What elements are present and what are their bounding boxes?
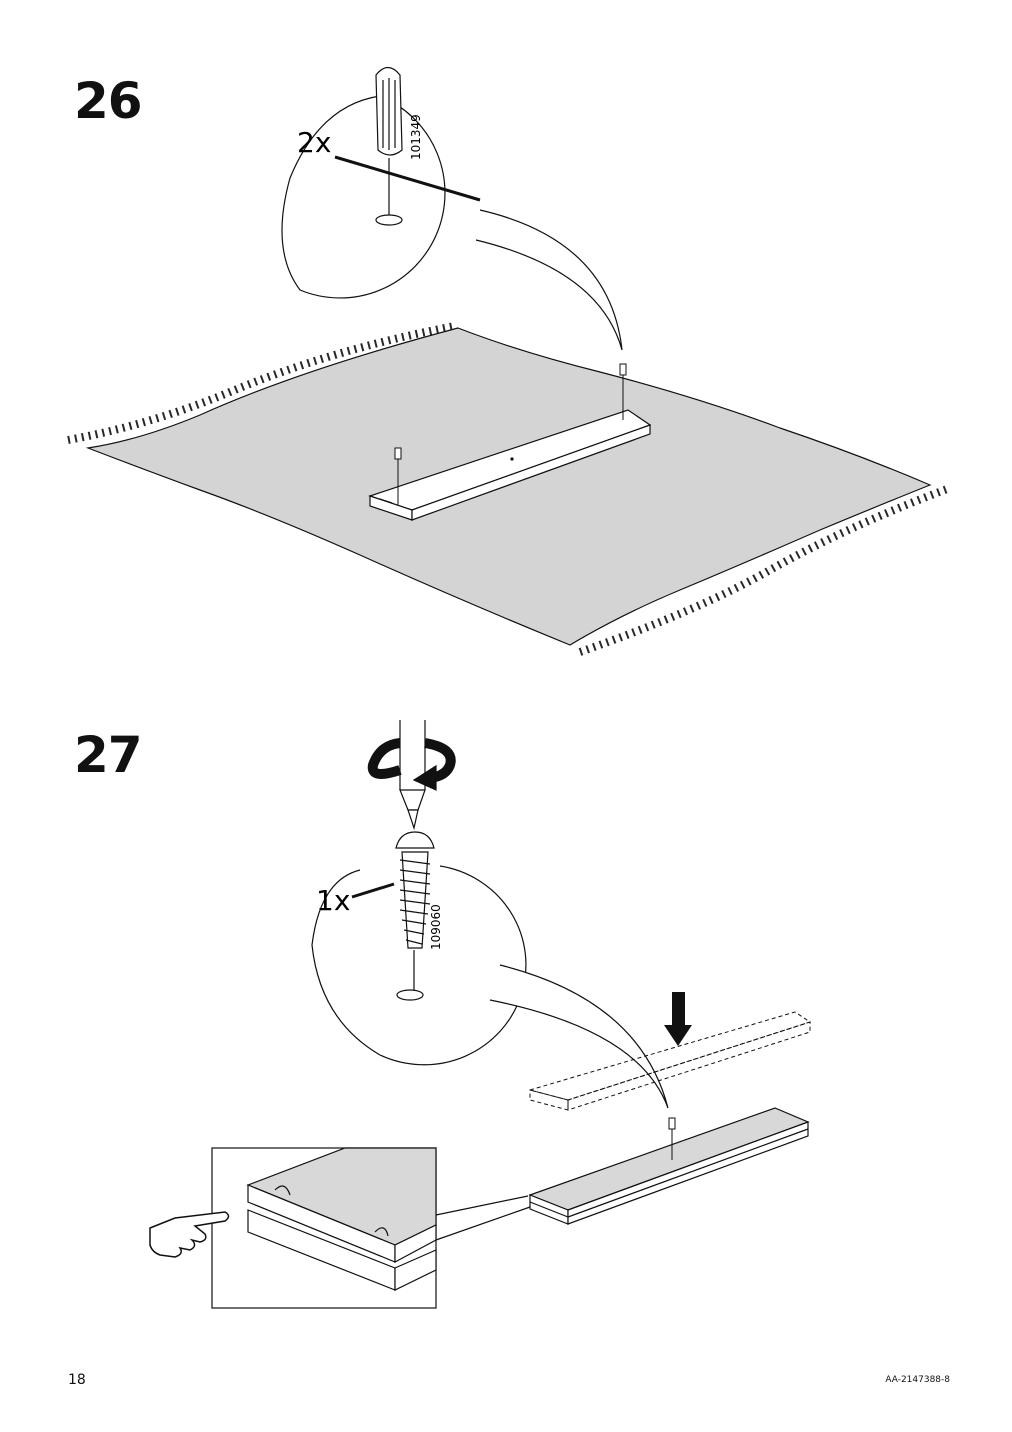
- rotate-arrow-icon: [367, 738, 456, 791]
- page-number: 18: [68, 1372, 86, 1388]
- dowel-icon: [394, 363, 627, 505]
- rug-fringe-icon: [67, 322, 952, 656]
- down-arrow-icon: [664, 992, 692, 1046]
- screw-icon: [395, 831, 435, 992]
- step-number-27: 27: [74, 726, 143, 784]
- detail-inset: [211, 1147, 531, 1309]
- part-number-26: 101349: [409, 114, 423, 160]
- quantity-leader-26: [334, 155, 481, 202]
- part-number-27: 109060: [429, 904, 443, 950]
- step-number-26: 26: [74, 72, 143, 130]
- board-icon: [368, 409, 652, 521]
- rug-icon: [85, 327, 932, 646]
- document-code: AA-2147388-8: [885, 1375, 950, 1385]
- screwdriver-bit-icon: [399, 720, 426, 831]
- quantity-leader-27: [351, 882, 395, 899]
- detail-callout-27: [311, 865, 527, 1066]
- detail-callout-26: [281, 95, 446, 299]
- quantity-27: 1x: [316, 884, 350, 917]
- screwdriver-icon: [375, 66, 403, 216]
- quantity-26: 2x: [297, 126, 331, 159]
- dowel-icon: [668, 1117, 676, 1160]
- pointing-hand-icon: [149, 1211, 230, 1258]
- board-icon: [528, 1107, 810, 1225]
- ghost-board-icon: [528, 1011, 812, 1111]
